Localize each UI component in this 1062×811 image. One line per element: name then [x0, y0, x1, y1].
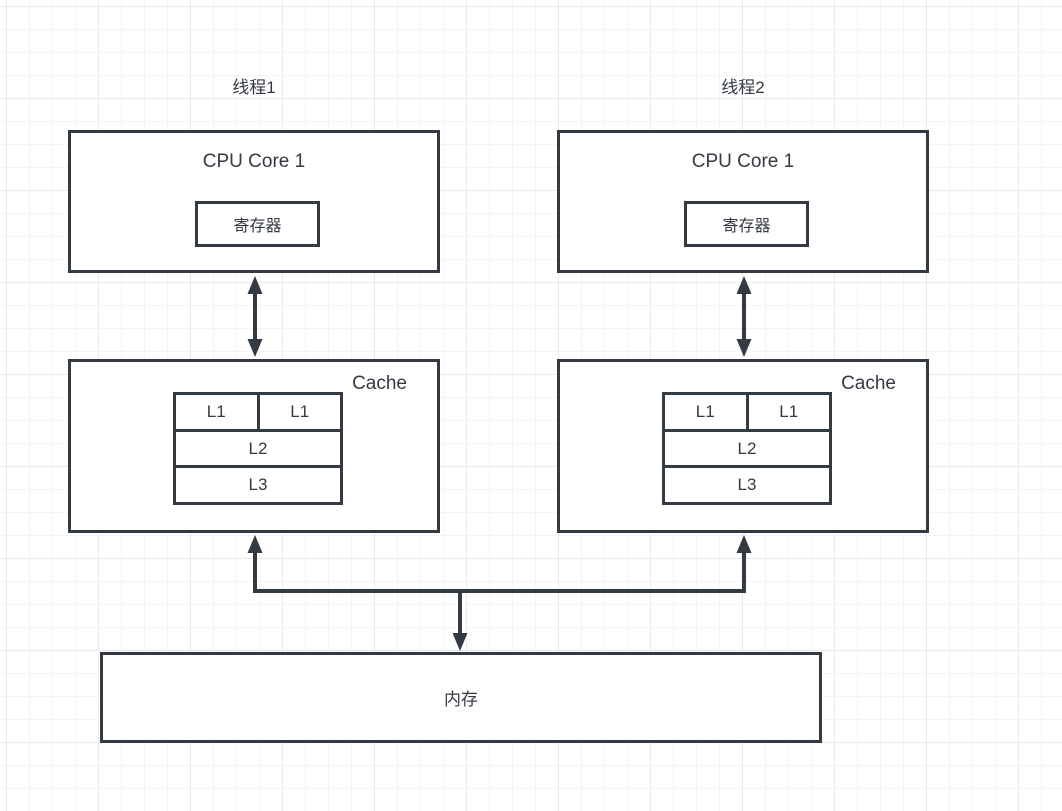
cache-l3-cell[interactable]: L3 — [737, 475, 757, 495]
cpu-core-box-2[interactable]: CPU Core 1 寄存器 — [557, 130, 929, 273]
register-box[interactable]: 寄存器 — [684, 201, 809, 247]
cache-l1-row: L1 L1 — [176, 395, 340, 429]
memory-label: 内存 — [444, 690, 478, 709]
cache-l2-row: L2 — [176, 428, 340, 466]
cache-title: Cache — [841, 373, 896, 394]
memory-box[interactable]: 内存 — [100, 652, 822, 743]
cache-l1-right-cell[interactable]: L1 — [745, 395, 830, 429]
thread2-label: 线程2 — [721, 78, 765, 97]
cache-l1-left-cell[interactable]: L1 — [695, 401, 715, 421]
cache-level-table[interactable]: L1 L1 L2 L3 — [662, 392, 832, 505]
cache-title: Cache — [352, 373, 407, 394]
cpu-core-title: CPU Core 1 — [202, 151, 306, 172]
cache-l3-cell[interactable]: L3 — [248, 475, 268, 495]
memory-cache-connector[interactable] — [247, 535, 752, 651]
register-box[interactable]: 寄存器 — [195, 201, 320, 247]
cache-l2-cell[interactable]: L2 — [248, 438, 268, 458]
cache-box-2[interactable]: Cache L1 L1 L2 L3 — [557, 359, 929, 533]
cache-level-table[interactable]: L1 L1 L2 L3 — [173, 392, 343, 505]
cpu-core-box-1[interactable]: CPU Core 1 寄存器 — [68, 130, 440, 273]
cache-l2-row: L2 — [665, 428, 829, 466]
cpu1-cache1-double-arrow[interactable] — [247, 276, 263, 357]
cache-box-1[interactable]: Cache L1 L1 L2 L3 — [68, 359, 440, 533]
cpu-core-title: CPU Core 1 — [691, 151, 795, 172]
cache-l2-cell[interactable]: L2 — [737, 438, 757, 458]
cpu2-cache2-double-arrow[interactable] — [736, 276, 752, 357]
register-label: 寄存器 — [233, 218, 282, 235]
register-label: 寄存器 — [722, 218, 771, 235]
cache-l3-row: L3 — [665, 465, 829, 502]
cache-l1-right-cell[interactable]: L1 — [256, 395, 341, 429]
thread1-label: 线程1 — [232, 78, 276, 97]
cache-l1-row: L1 L1 — [665, 395, 829, 429]
cache-l1-left-cell[interactable]: L1 — [206, 401, 226, 421]
cache-l3-row: L3 — [176, 465, 340, 502]
